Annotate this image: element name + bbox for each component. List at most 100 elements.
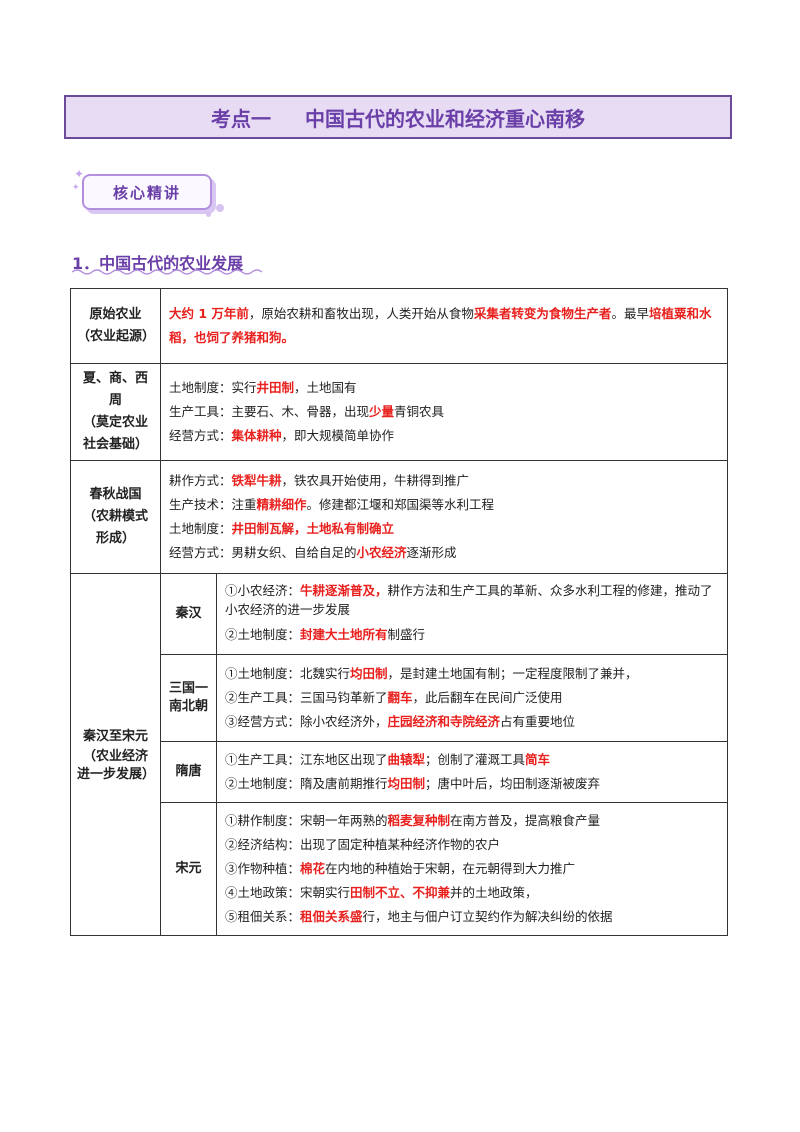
content-text: ，原始农耕和畜牧出现，人类开始从食物 xyxy=(248,306,474,321)
table-row: 春秋战国 （农耕模式形成） 耕作方式：铁犁牛耕，铁农具开始使用，牛耕得到推广 生… xyxy=(70,460,728,574)
content-text: 生产技术：注重 xyxy=(169,497,257,512)
highlight-text: 租佃关系盛 xyxy=(300,909,363,924)
content-text: ，土地国有 xyxy=(294,380,357,395)
table-row: 宋元 ①耕作制度：宋朝一年两熟的稻麦复种制在南方普及，提高粮食产量 ②经济结构：… xyxy=(71,802,728,936)
content-line: ①土地制度：北魏实行均田制，是封建土地国有制；一定程度限制了兼并， xyxy=(225,662,719,686)
content-text: 。最早 xyxy=(611,306,649,321)
highlight-text: 集体耕种 xyxy=(231,428,282,443)
content-text: ；创制了灌溉工具 xyxy=(425,752,526,767)
content-text: ，铁农具开始使用，牛耕得到推广 xyxy=(281,473,470,488)
content-text: ②土地制度： xyxy=(225,627,301,642)
content-text: 占有重要地位 xyxy=(500,714,576,729)
content-line: 耕作方式：铁犁牛耕，铁农具开始使用，牛耕得到推广 xyxy=(169,469,719,493)
content-line: ②生产工具：三国马钧革新了翻车，此后翻车在民间广泛使用 xyxy=(225,686,719,710)
section-heading: 1．中国古代的农业发展 xyxy=(72,254,244,273)
row-content: 耕作方式：铁犁牛耕，铁农具开始使用，牛耕得到推广 生产技术：注重精耕细作。修建都… xyxy=(160,460,728,574)
content-text: ①土地制度：北魏实行 xyxy=(225,666,351,681)
highlight-text: 精耕细作 xyxy=(256,497,307,512)
row-label: 原始农业 （农业起源） xyxy=(70,288,161,364)
content-text: 。修建都江堰和郑国渠等水利工程 xyxy=(306,497,495,512)
dot-icon xyxy=(216,204,224,212)
content-text: ②土地制度：隋及唐前期推行 xyxy=(225,776,388,791)
highlight-text: 培植粟和水稻，也饲了养猪和狗。 xyxy=(169,306,712,345)
content-text: ，此后翻车在民间广泛使用 xyxy=(412,690,563,705)
row-content: ①土地制度：北魏实行均田制，是封建土地国有制；一定程度限制了兼并， ②生产工具：… xyxy=(216,654,728,742)
highlight-text: 牛耕逐渐普及， xyxy=(300,583,388,598)
content-line: ①小农经济：牛耕逐渐普及，耕作方法和生产工具的革新、众多水利工程的修建，推动了小… xyxy=(225,581,719,619)
content-text: 在南方普及，提高粮食产量 xyxy=(450,813,601,828)
content-text: ，即大规模简单协作 xyxy=(281,428,395,443)
dot-icon xyxy=(206,212,211,217)
highlight-text: 田制不立、不抑兼 xyxy=(350,885,451,900)
content-text: 行，地主与佃户订立契约作为解决纠纷的依据 xyxy=(362,909,613,924)
content-text: 青铜农具 xyxy=(394,404,445,419)
highlight-text: 铁犁牛耕 xyxy=(231,473,282,488)
row-content: 大约 1 万年前，原始农耕和畜牧出现，人类开始从食物采集者转变为食物生产者。最早… xyxy=(160,288,728,364)
table-row: 三国一南北朝 ①土地制度：北魏实行均田制，是封建土地国有制；一定程度限制了兼并，… xyxy=(71,654,728,742)
content-text: 经营方式：男耕女织、自给自足的 xyxy=(169,545,357,560)
table-row: 隋唐 ①生产工具：江东地区出现了曲辕犁；创制了灌溉工具简车 ②土地制度：隋及唐前… xyxy=(71,741,728,803)
core-badge: ✦ ✦ 核心精讲 xyxy=(72,168,232,220)
sparkle-icon: ✦ xyxy=(72,183,80,193)
highlight-text: 棉花 xyxy=(300,861,326,876)
table-row: 夏、商、西周 （莫定农业社会基础） 土地制度：实行井田制，土地国有 生产工具：主… xyxy=(70,363,728,461)
content-text: 耕作方式： xyxy=(169,473,232,488)
sparkle-icon: ✦ xyxy=(74,167,85,181)
row-label: 秦汉至宋元 （农业经济进一步发展） xyxy=(70,573,161,936)
content-text: ③作物种植： xyxy=(225,861,301,876)
highlight-text: 井田制瓦解，土地私有制确立 xyxy=(231,521,395,536)
highlight-text: 曲辕犁 xyxy=(387,752,426,767)
content-text: ①小农经济： xyxy=(225,583,301,598)
content-text: 耕作方法和生产工具的革新、众多水利工程的修建，推动了小农经济的进一步发展 xyxy=(225,583,713,617)
content-line: 经营方式：男耕女织、自给自足的小农经济逐渐形成 xyxy=(169,541,719,565)
content-line: 经营方式：集体耕种，即大规模简单协作 xyxy=(169,424,719,448)
content-text: 土地制度：实行 xyxy=(169,380,257,395)
content-text: 生产工具：主要石、木、骨器，出现 xyxy=(169,404,370,419)
agriculture-table: 原始农业 （农业起源） 大约 1 万年前，原始农耕和畜牧出现，人类开始从食物采集… xyxy=(70,288,728,936)
sub-period-label: 秦汉 xyxy=(160,573,217,655)
sub-period-label: 三国一南北朝 xyxy=(160,654,217,742)
content-line: ②经济结构：出现了固定种植某种经济作物的农户 xyxy=(225,833,719,857)
content-text: 并的土地政策， xyxy=(450,885,538,900)
highlight-text: 小农经济 xyxy=(356,545,407,560)
content-text: 土地制度： xyxy=(169,521,232,536)
topic-title-box: 考点一 中国古代的农业和经济重心南移 xyxy=(64,95,732,139)
highlight-text: 大约 1 万年前 xyxy=(169,306,249,321)
content-line: 生产技术：注重精耕细作。修建都江堰和郑国渠等水利工程 xyxy=(169,493,719,517)
content-line: ⑤租佃关系：租佃关系盛行，地主与佃户订立契约作为解决纠纷的依据 xyxy=(225,905,719,929)
content-text: ③经营方式：除小农经济外， xyxy=(225,714,388,729)
highlight-text: 均田制 xyxy=(350,666,388,681)
row-content: ①生产工具：江东地区出现了曲辕犁；创制了灌溉工具简车 ②土地制度：隋及唐前期推行… xyxy=(216,741,728,803)
content-text: ；唐中叶后，均田制逐渐被废弃 xyxy=(425,776,601,791)
content-text: ④土地政策：宋朝实行 xyxy=(225,885,351,900)
highlight-text: 稻麦复种制 xyxy=(387,813,451,828)
content-text: ①生产工具：江东地区出现了 xyxy=(225,752,388,767)
sub-period-label: 隋唐 xyxy=(160,741,217,803)
table-row: 秦汉至宋元 （农业经济进一步发展） 秦汉 ①小农经济：牛耕逐渐普及，耕作方法和生… xyxy=(70,573,728,936)
content-text: ，是封建土地国有制；一定程度限制了兼并， xyxy=(387,666,638,681)
topic-number: 考点一 xyxy=(211,106,271,131)
content-line: 土地制度：井田制瓦解，土地私有制确立 xyxy=(169,517,719,541)
wave-underline-icon xyxy=(72,269,262,275)
content-line: ③作物种植：棉花在内地的种植始于宋朝，在元朝得到大力推广 xyxy=(225,857,719,881)
content-text: ①耕作制度：宋朝一年两熟的 xyxy=(225,813,388,828)
content-line: ①生产工具：江东地区出现了曲辕犁；创制了灌溉工具简车 xyxy=(225,748,719,772)
content-line: ③经营方式：除小农经济外，庄园经济和寺院经济占有重要地位 xyxy=(225,710,719,734)
content-line: 生产工具：主要石、木、骨器，出现少量青铜农具 xyxy=(169,400,719,424)
topic-title: 中国古代的农业和经济重心南移 xyxy=(305,106,585,131)
content-text: ②生产工具：三国马钧革新了 xyxy=(225,690,388,705)
highlight-text: 采集者转变为食物生产者 xyxy=(473,306,612,321)
content-line: ④土地政策：宋朝实行田制不立、不抑兼并的土地政策， xyxy=(225,881,719,905)
row-label: 春秋战国 （农耕模式形成） xyxy=(70,460,161,574)
row-content: 土地制度：实行井田制，土地国有 生产工具：主要石、木、骨器，出现少量青铜农具 经… xyxy=(160,363,728,461)
content-line: ②土地制度：封建大土地所有制盛行 xyxy=(225,623,719,647)
highlight-text: 庄园经济和寺院经济 xyxy=(387,714,501,729)
content-line: ①耕作制度：宋朝一年两熟的稻麦复种制在南方普及，提高粮食产量 xyxy=(225,809,719,833)
content-line: ②土地制度：隋及唐前期推行均田制；唐中叶后，均田制逐渐被废弃 xyxy=(225,772,719,796)
table-row: 原始农业 （农业起源） 大约 1 万年前，原始农耕和畜牧出现，人类开始从食物采集… xyxy=(70,288,728,364)
content-line: 土地制度：实行井田制，土地国有 xyxy=(169,376,719,400)
highlight-text: 封建大土地所有 xyxy=(300,627,388,642)
content-text: ⑤租佃关系： xyxy=(225,909,301,924)
content-text: 经营方式： xyxy=(169,428,232,443)
badge-label: 核心精讲 xyxy=(82,174,212,210)
